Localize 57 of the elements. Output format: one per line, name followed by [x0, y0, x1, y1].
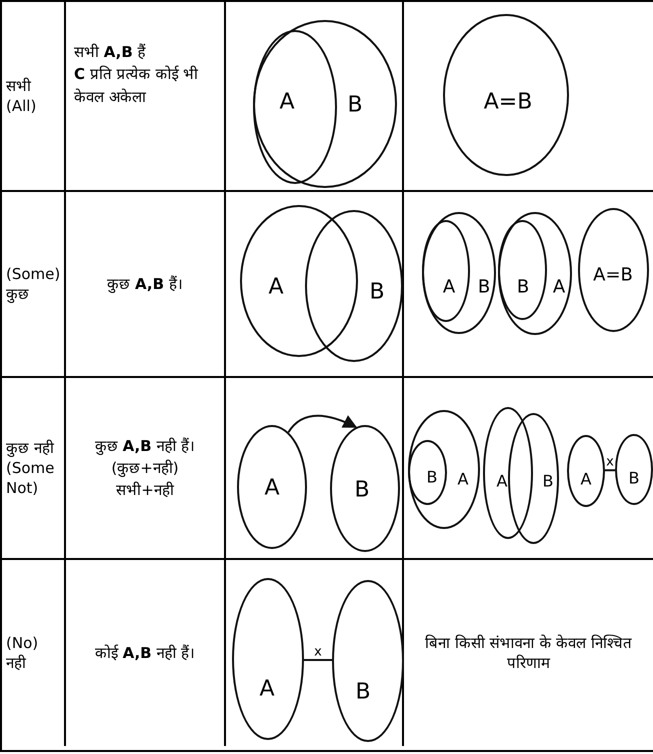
venn-circle	[567, 435, 605, 507]
circle-label: A	[268, 274, 284, 300]
cell-text: (No) नही	[6, 632, 40, 674]
circle-label: B	[542, 472, 554, 490]
cell-text: (कुछ+नही)	[111, 458, 179, 478]
circle-label: A	[580, 470, 592, 488]
venn-circle	[253, 30, 337, 184]
cell-text: सभी A,B हैं	[74, 42, 146, 62]
circle-label: B	[628, 468, 640, 488]
edge-label: x	[313, 646, 323, 658]
cell-text: बिना किसी संभावना के केवल निश्चित परिणाम	[424, 632, 633, 674]
venn-circle	[508, 413, 559, 544]
cell-text: C प्रति प्रत्येक कोई भी	[74, 64, 198, 84]
venn-circle	[615, 434, 653, 505]
cell-text: केवल अकेला	[74, 86, 146, 107]
venn-circle	[237, 425, 307, 549]
circle-label: B	[355, 680, 371, 704]
circle-label: B	[369, 280, 385, 304]
arrow	[288, 414, 358, 433]
venn-circle	[498, 212, 572, 335]
venn-circle	[408, 410, 480, 529]
cell-text: सभी (All)	[6, 76, 38, 116]
circle-label: A	[264, 476, 280, 500]
venn-circle	[578, 208, 649, 332]
circle-label: B	[347, 92, 363, 118]
cell-text: कोई A,B नही हैं।	[94, 642, 196, 664]
venn-circle	[305, 210, 403, 362]
venn-circle	[483, 407, 533, 539]
venn-circle	[443, 14, 569, 176]
circle-label: B	[516, 276, 530, 298]
cell-text: कुछ नही (Some Not)	[6, 438, 56, 498]
circle-label: B	[478, 276, 490, 298]
cell-text: कुछ A,B हैं।	[107, 274, 183, 294]
connector-line	[304, 659, 332, 661]
circle-label: A	[496, 472, 508, 490]
venn-circle	[422, 212, 496, 334]
circle-label: A	[279, 90, 295, 114]
connector-line	[605, 469, 615, 472]
circle-label: A=B	[484, 90, 532, 114]
circle-label: A	[552, 276, 566, 298]
circle-label: A	[442, 276, 456, 298]
venn-circle	[232, 578, 304, 740]
circle-label: A	[259, 676, 275, 702]
circle-label: B	[426, 468, 438, 486]
venn-circle	[253, 20, 397, 188]
circle-label: A	[458, 470, 468, 488]
venn-circle	[498, 220, 547, 320]
cell-text: (Some) कुछ	[6, 264, 60, 304]
venn-circle	[240, 205, 358, 357]
circle-label: B	[354, 478, 370, 502]
venn-circle	[422, 220, 470, 322]
venn-circle	[330, 425, 400, 552]
cell-text: कुछ A,B नही हैं।	[94, 436, 196, 456]
cell-text: सभी+नही	[116, 480, 174, 500]
circle-label: A=B	[593, 264, 633, 286]
venn-circle	[408, 440, 447, 505]
venn-circle	[332, 580, 404, 742]
